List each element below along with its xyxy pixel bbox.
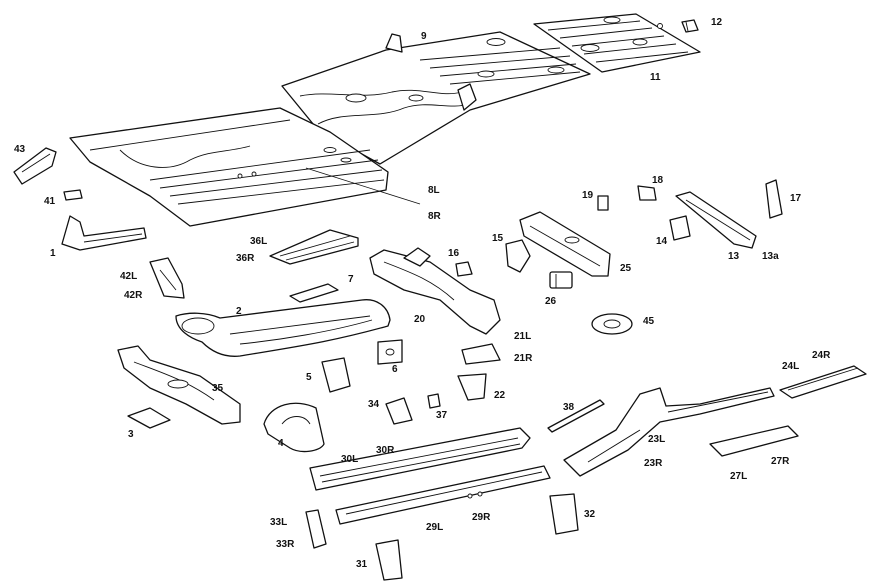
label-1: 1 xyxy=(50,248,56,259)
part-clip-19 xyxy=(597,195,609,211)
leader-line-8 xyxy=(305,167,421,205)
part-bracket-31 xyxy=(375,539,403,581)
part-bracket-21 xyxy=(461,343,501,365)
part-plate-41 xyxy=(63,189,83,201)
label-11: 11 xyxy=(650,72,661,83)
part-panel-27 xyxy=(709,425,799,457)
label-27R: 27R xyxy=(771,456,790,467)
part-rear-bracket-25 xyxy=(519,211,611,277)
part-bracket-3 xyxy=(127,407,171,429)
label-34: 34 xyxy=(368,399,380,410)
label-21R: 21R xyxy=(514,353,533,364)
label-33L: 33L xyxy=(270,517,287,528)
label-31: 31 xyxy=(356,559,368,570)
label-24R: 24R xyxy=(812,350,831,361)
part-bracket-43 xyxy=(13,147,57,185)
part-bracket-14 xyxy=(669,215,691,241)
label-3: 3 xyxy=(128,429,134,440)
part-bracket-15 xyxy=(505,239,531,273)
label-19: 19 xyxy=(582,190,594,201)
part-rear-floor-panel xyxy=(533,13,701,73)
label-23R: 23R xyxy=(644,458,663,469)
label-45: 45 xyxy=(643,316,655,327)
label-17: 17 xyxy=(790,193,802,204)
label-22: 22 xyxy=(494,390,506,401)
part-sill-24 xyxy=(779,365,867,399)
label-37: 37 xyxy=(436,410,448,421)
label-25: 25 xyxy=(620,263,632,274)
label-13a: 13a xyxy=(762,251,779,262)
part-bracket-7 xyxy=(289,283,339,303)
part-front-floor-panel xyxy=(69,107,389,227)
label-27L: 27L xyxy=(730,471,747,482)
label-36R: 36R xyxy=(236,253,255,264)
part-bracket-34 xyxy=(385,397,413,425)
part-strip-38 xyxy=(547,399,605,433)
label-38: 38 xyxy=(563,402,575,413)
label-14: 14 xyxy=(656,236,668,247)
part-wheelhouse-4 xyxy=(263,402,325,453)
label-21L: 21L xyxy=(514,331,531,342)
part-mount-22 xyxy=(457,373,487,401)
label-33R: 33R xyxy=(276,539,295,550)
label-32: 32 xyxy=(584,509,596,520)
part-small-bracket-12 xyxy=(681,19,699,33)
part-cup-45 xyxy=(591,313,633,335)
label-26: 26 xyxy=(545,296,557,307)
part-bracket-33 xyxy=(305,509,327,549)
part-transmission-tunnel-2 xyxy=(175,299,391,357)
label-24L: 24L xyxy=(782,361,799,372)
part-rail-36 xyxy=(269,229,359,265)
part-plate-6 xyxy=(377,339,403,365)
part-clip-16 xyxy=(455,261,473,277)
part-bracket-32 xyxy=(549,493,579,535)
part-panel-42 xyxy=(149,257,185,299)
label-12: 12 xyxy=(711,17,723,28)
label-15: 15 xyxy=(492,233,504,244)
part-mount-26 xyxy=(549,271,573,289)
label-43: 43 xyxy=(14,144,26,155)
part-crossmember-20 xyxy=(369,247,501,335)
label-30R: 30R xyxy=(376,445,395,456)
label-41: 41 xyxy=(44,196,56,207)
label-42L: 42L xyxy=(120,271,137,282)
label-8L: 8L xyxy=(428,185,440,196)
label-18: 18 xyxy=(652,175,664,186)
label-4: 4 xyxy=(278,438,284,449)
part-frame-rail-23 xyxy=(563,387,775,477)
part-brace-17 xyxy=(765,179,783,219)
part-clip-37 xyxy=(427,393,441,409)
part-labels: 9 12 11 43 8L 8R 41 1 19 18 17 14 13 13a… xyxy=(14,17,831,570)
label-2: 2 xyxy=(236,306,242,317)
part-rocker-30 xyxy=(309,427,531,491)
part-center-floor-tunnel xyxy=(281,31,591,165)
part-clip-18 xyxy=(637,185,657,201)
label-7: 7 xyxy=(348,274,354,285)
label-9: 9 xyxy=(421,31,427,42)
label-16: 16 xyxy=(448,248,460,259)
part-crossmember-13 xyxy=(675,191,757,249)
label-23L: 23L xyxy=(648,434,665,445)
label-36L: 36L xyxy=(250,236,267,247)
label-42R: 42R xyxy=(124,290,143,301)
label-30L: 30L xyxy=(341,454,358,465)
label-8R: 8R xyxy=(428,211,442,222)
part-floor-support-1 xyxy=(61,215,147,251)
label-29L: 29L xyxy=(426,522,443,533)
part-sill-29 xyxy=(335,465,551,525)
part-bracket-5 xyxy=(321,357,351,393)
part-crossmember-35 xyxy=(117,345,241,425)
label-13: 13 xyxy=(728,251,740,262)
label-6: 6 xyxy=(392,364,398,375)
label-5: 5 xyxy=(306,372,312,383)
label-35: 35 xyxy=(212,383,224,394)
label-20: 20 xyxy=(414,314,426,325)
label-29R: 29R xyxy=(472,512,491,523)
